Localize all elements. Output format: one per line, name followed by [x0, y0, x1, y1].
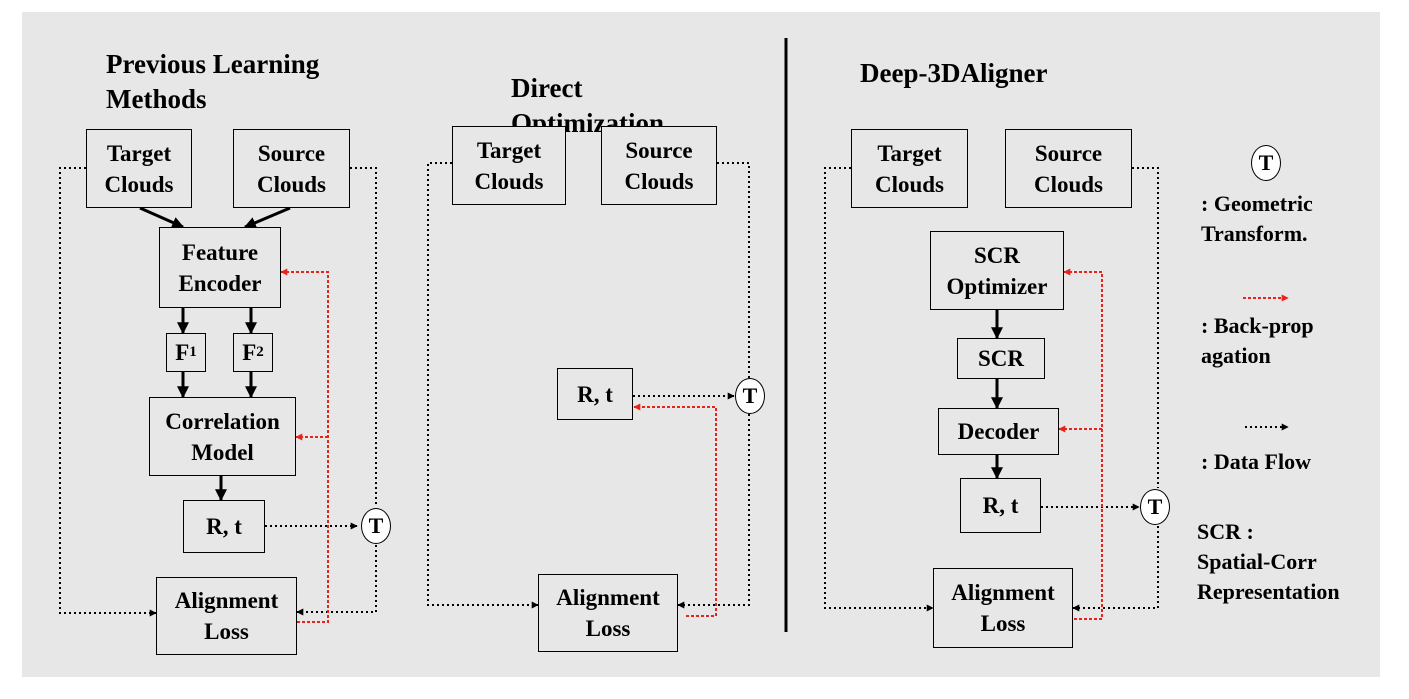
- prev-data-flow: [59, 167, 377, 617]
- prev-solid-arrows: [139, 206, 291, 502]
- prev-target-clouds: Target Clouds: [86, 129, 192, 208]
- direct-alignment-loss: Alignment Loss: [538, 574, 678, 652]
- legend-geometric-text: : Geometric Transform.: [1201, 191, 1313, 246]
- direct-transform-node: T: [735, 378, 765, 414]
- prev-title: Previous Learning Methods: [106, 49, 320, 114]
- prev-feature-encoder: Feature Encoder: [159, 227, 281, 308]
- legend-scr-definition: SCR : Spatial-Corr Representation: [1197, 519, 1340, 604]
- prev-source-clouds: Source Clouds: [233, 129, 350, 208]
- legend-transform-icon: T: [1251, 145, 1281, 181]
- prev-rt: R, t: [183, 500, 265, 553]
- prev-correlation-model: Correlation Model: [149, 397, 296, 476]
- deep-backprop: [1058, 268, 1103, 620]
- deep-title: Deep-3DAligner: [860, 58, 1048, 88]
- deep-transform-node: T: [1140, 489, 1170, 525]
- direct-rt: R, t: [557, 368, 633, 420]
- deep-scr-optimizer: SCR Optimizer: [930, 231, 1064, 310]
- deep-decoder: Decoder: [938, 408, 1059, 455]
- deep-data-flow: [824, 167, 1159, 612]
- deep-scr: SCR: [957, 338, 1045, 379]
- prev-alignment-loss: Alignment Loss: [156, 577, 297, 655]
- deep-target-clouds: Target Clouds: [851, 129, 968, 208]
- deep-rt: R, t: [960, 478, 1041, 533]
- prev-backprop: [280, 268, 329, 623]
- direct-data-flow: [427, 162, 750, 609]
- direct-target-clouds: Target Clouds: [452, 126, 566, 205]
- deep-alignment-loss: Alignment Loss: [933, 568, 1073, 648]
- prev-transform-node: T: [361, 508, 391, 544]
- legend-backprop-text: : Back-prop agation: [1201, 313, 1314, 368]
- direct-source-clouds: Source Clouds: [601, 126, 717, 205]
- legend-dataflow-text: : Data Flow: [1201, 449, 1311, 474]
- deep-source-clouds: Source Clouds: [1005, 129, 1132, 208]
- direct-backprop: [633, 403, 717, 617]
